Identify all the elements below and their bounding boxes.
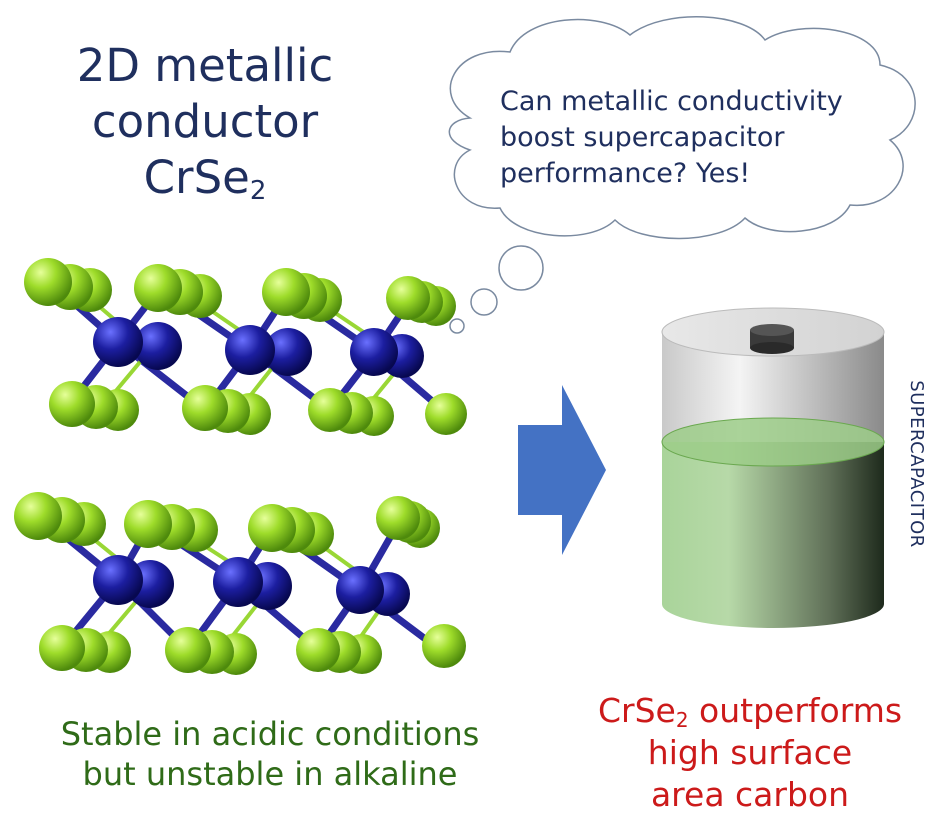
result-line-2: high surface [647,733,853,772]
right-arrow [518,385,606,555]
title-formula-base: CrSe [143,151,250,204]
stability-caption: Stable in acidic conditions but unstable… [20,714,520,794]
thought-line-1: Can metallic conductivity [500,86,843,117]
stability-line-2: but unstable in alkaline [82,755,458,793]
thought-text: Can metallic conductivity boost supercap… [500,84,910,192]
thought-cloud [448,15,916,334]
result-caption: CrSe2 outperforms high surface area carb… [560,690,939,816]
supercapacitor-label: SUPERCAPACITOR [906,380,927,548]
thought-bubble-medium [470,288,498,316]
stability-line-1: Stable in acidic conditions [60,715,480,753]
supercapacitor-cylinder [661,307,885,628]
crystal-layer-top [24,258,467,436]
thought-bubble-small [449,318,465,334]
thought-line-2: boost supercapacitor [500,122,785,153]
result-line-1-rest: outperforms [688,691,903,730]
title-formula-subscript: 2 [249,176,267,206]
title-formula: CrSe2 [40,150,370,206]
crystal-layer-bottom [14,492,466,675]
thought-line-3: performance? Yes! [500,158,751,189]
result-line-3: area carbon [650,775,850,814]
result-formula-base: CrSe [597,691,676,730]
result-line-1: CrSe2 outperforms [560,690,939,732]
page-title: 2D metallic conductor CrSe2 [40,38,370,206]
title-line-2: conductor [91,95,319,148]
result-formula-subscript: 2 [675,708,689,732]
thought-bubble-large [498,245,544,291]
title-line-1: 2D metallic [76,39,334,92]
